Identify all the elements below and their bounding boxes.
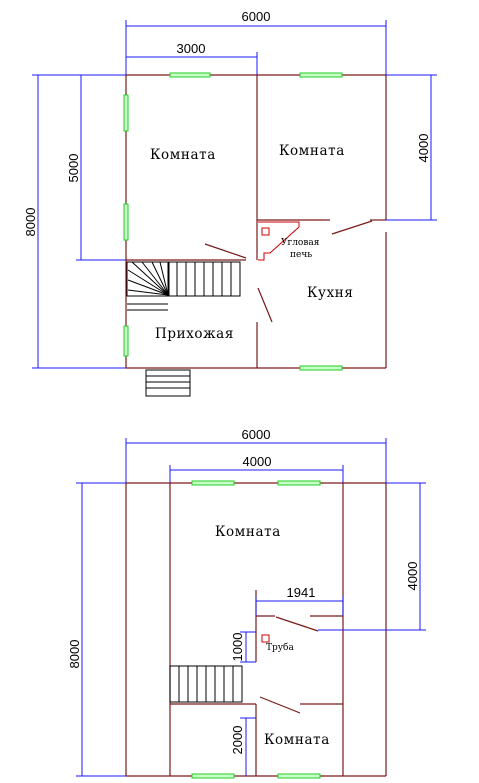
window-left-upper bbox=[123, 94, 129, 132]
dim-height-2: 8000 bbox=[67, 640, 82, 669]
pipe-label: Труба bbox=[266, 642, 294, 653]
window-top-left bbox=[191, 480, 235, 486]
dim-stair-width: 1941 bbox=[287, 585, 316, 600]
floor-1-doors bbox=[204, 220, 373, 323]
dim-width-2: 6000 bbox=[242, 427, 271, 442]
dim-inner: 4000 bbox=[243, 454, 272, 469]
stove-label-2: печь bbox=[290, 250, 312, 260]
window-top-right bbox=[299, 72, 343, 78]
room-label-bottom: Комната bbox=[264, 732, 330, 748]
entrance-steps bbox=[145, 369, 191, 397]
pipe bbox=[261, 634, 270, 643]
floor-1-dimensions bbox=[32, 20, 437, 369]
floor-1: 6000 3000 8000 5000 4000 Комната Комната… bbox=[23, 9, 437, 397]
floor-1-windows bbox=[123, 72, 343, 371]
dim-half: 3000 bbox=[177, 41, 206, 56]
window-top-right bbox=[277, 480, 321, 486]
floor-2-windows bbox=[191, 480, 321, 779]
dim-right: 4000 bbox=[416, 134, 431, 163]
window-left-middle bbox=[123, 203, 129, 241]
floor-2-doors bbox=[259, 616, 319, 714]
window-bottom-right bbox=[299, 365, 343, 371]
corner-stove bbox=[258, 221, 300, 261]
dim-gap: 1000 bbox=[230, 633, 245, 662]
floor-2-staircase bbox=[169, 665, 243, 703]
dim-right-2: 4000 bbox=[405, 562, 420, 591]
window-bottom-left bbox=[191, 773, 235, 779]
window-left-lower bbox=[123, 325, 129, 357]
dim-bottom: 2000 bbox=[230, 726, 245, 755]
floor-2: 6000 4000 8000 4000 1941 1000 2000 Комна… bbox=[67, 427, 426, 779]
room-label-right: Комната bbox=[279, 143, 345, 159]
window-top-left bbox=[169, 72, 211, 78]
room-label-left: Комната bbox=[150, 147, 216, 163]
kitchen-label: Кухня bbox=[307, 285, 354, 301]
dim-width: 6000 bbox=[242, 9, 271, 24]
floor-1-staircase bbox=[126, 261, 241, 311]
floor-2-dimensions bbox=[76, 438, 426, 777]
room-label-top: Комната bbox=[215, 524, 281, 540]
dim-height: 8000 bbox=[23, 208, 38, 237]
floor-1-walls bbox=[125, 74, 387, 369]
stove-label-1: Угловая bbox=[281, 238, 320, 248]
dim-room: 5000 bbox=[66, 154, 81, 183]
window-bottom-right bbox=[277, 773, 321, 779]
hall-label: Прихожая bbox=[155, 326, 234, 342]
